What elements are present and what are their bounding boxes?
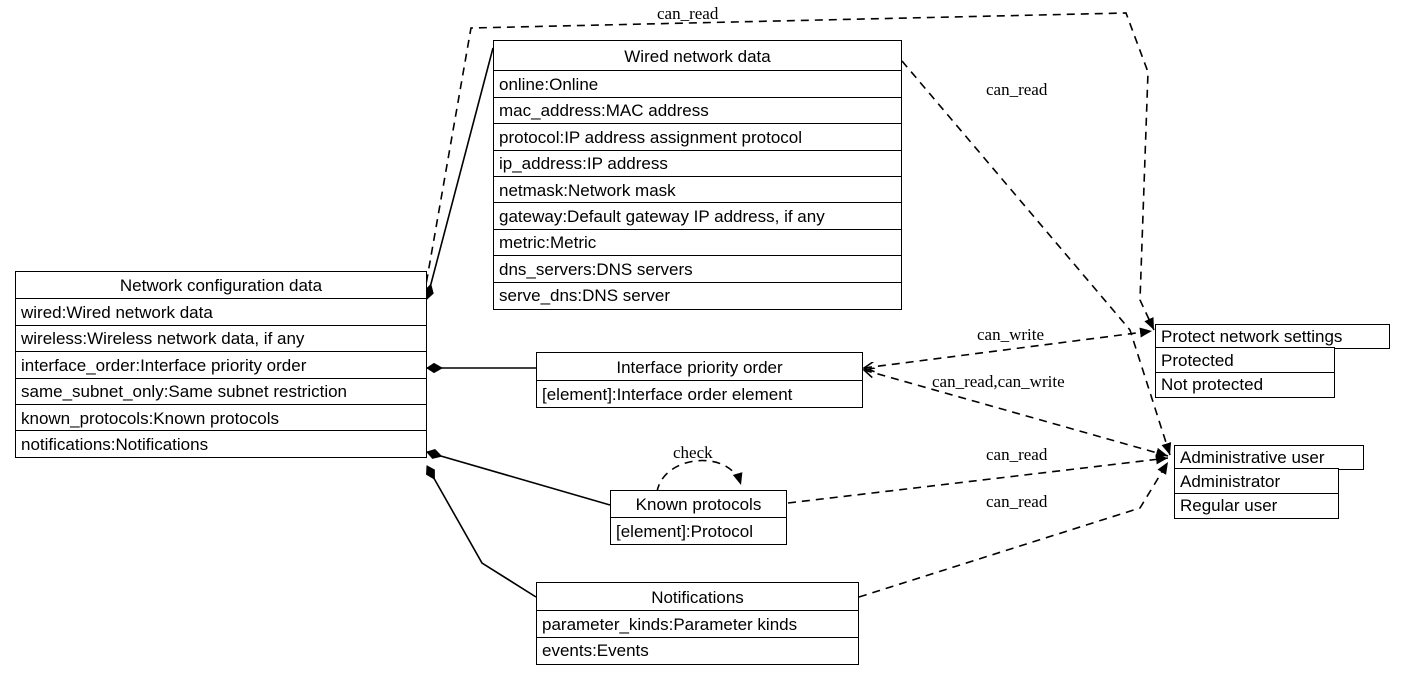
class-attribute: dns_servers:DNS servers	[493, 255, 902, 284]
class-attribute: online:Online	[493, 70, 902, 99]
class-attribute: wireless:Wireless network data, if any	[15, 324, 427, 353]
edge-can-read-protocols-admin	[787, 454, 1169, 504]
class-title: Network configuration data	[15, 271, 427, 300]
class-protect-network-settings[interactable]: Protect network settings Protected Not p…	[1155, 324, 1390, 398]
class-attribute: wired:Wired network data	[15, 298, 427, 327]
class-attribute: netmask:Network mask	[493, 176, 902, 205]
class-attribute: [element]:Protocol	[610, 517, 787, 546]
class-attribute: parameter_kinds:Parameter kinds	[536, 610, 859, 639]
class-wired-network-data[interactable]: Wired network data online:Online mac_add…	[493, 40, 902, 310]
edge-composition-known-protocols	[426, 449, 611, 506]
class-attribute: protocol:IP address assignment protocol	[493, 123, 902, 152]
class-attribute: mac_address:MAC address	[493, 96, 902, 125]
class-attribute: events:Events	[536, 636, 859, 665]
edge-label-can-read-wired: can_read	[986, 80, 1048, 99]
edge-label-can-read-top: can_read	[657, 4, 719, 23]
edge-label-can-read-notifications: can_read	[986, 492, 1048, 511]
class-attribute: Not protected	[1155, 371, 1335, 398]
class-title: Interface priority order	[536, 352, 863, 382]
class-title: Administrative user	[1174, 445, 1364, 470]
class-title: Wired network data	[493, 40, 902, 72]
class-attribute: known_protocols:Known protocols	[15, 404, 427, 433]
class-attribute: notifications:Notifications	[15, 430, 427, 459]
class-attribute: [element]:Interface order element	[536, 380, 863, 409]
edge-composition-wired	[423, 47, 494, 300]
class-attribute: metric:Metric	[493, 228, 902, 257]
class-title: Known protocols	[610, 490, 787, 519]
edge-composition-notifications	[426, 465, 537, 598]
edge-can-read-wired-admin	[901, 60, 1172, 456]
edge-can-write-interface-protect	[864, 331, 1153, 368]
class-attribute: Regular user	[1174, 492, 1339, 519]
edge-label-can-read-can-write: can_read,can_write	[932, 372, 1065, 391]
class-attribute: Administrator	[1174, 468, 1339, 495]
edge-can-read-config-protect	[423, 12, 1155, 331]
class-attribute: Protected	[1155, 347, 1335, 374]
class-attribute: ip_address:IP address	[493, 149, 902, 178]
edge-label-can-write: can_write	[977, 325, 1044, 344]
class-interface-priority-order[interactable]: Interface priority order [element]:Inter…	[536, 352, 863, 409]
class-attribute: interface_order:Interface priority order	[15, 351, 427, 380]
class-attribute: gateway:Default gateway IP address, if a…	[493, 202, 902, 231]
class-notifications[interactable]: Notifications parameter_kinds:Parameter …	[536, 582, 859, 665]
class-known-protocols[interactable]: Known protocols [element]:Protocol	[610, 490, 787, 546]
class-title: Notifications	[536, 582, 859, 612]
class-title: Protect network settings	[1155, 324, 1390, 349]
class-attribute: serve_dns:DNS server	[493, 281, 902, 310]
edge-can-read-notifications-admin	[858, 461, 1169, 598]
edge-can-read-write-interface-admin	[864, 370, 1169, 456]
class-attribute: same_subnet_only:Same subnet restriction	[15, 377, 427, 406]
edge-label-check: check	[673, 443, 713, 462]
edge-check-self-loop	[656, 459, 743, 493]
class-administrative-user[interactable]: Administrative user Administrator Regula…	[1174, 445, 1364, 519]
class-network-configuration-data[interactable]: Network configuration data wired:Wired n…	[15, 271, 427, 459]
edge-label-can-read-protocols: can_read	[986, 445, 1048, 464]
